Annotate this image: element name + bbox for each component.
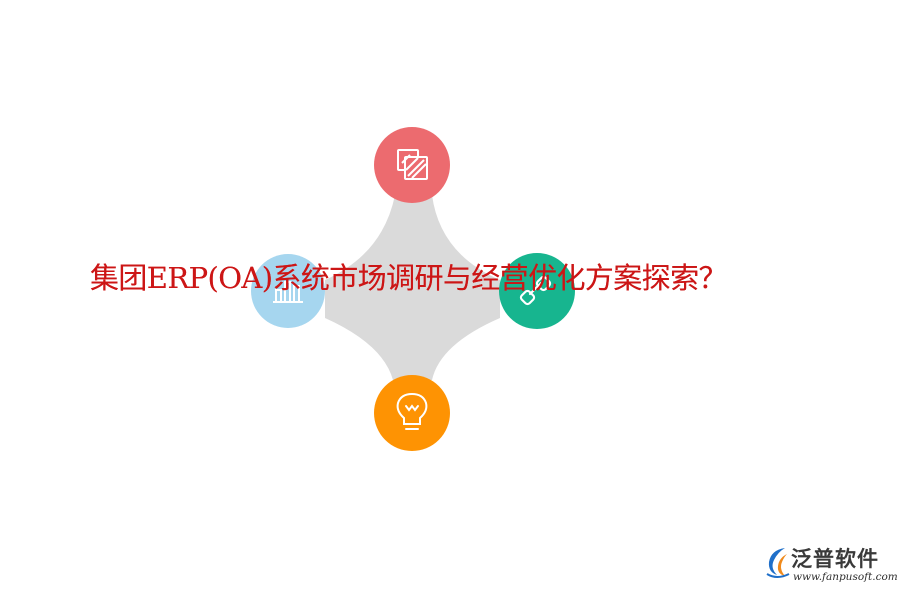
center-star-shape: [325, 195, 500, 380]
brand-name: 泛普软件: [791, 547, 879, 571]
fanpu-logo-icon: [766, 548, 790, 578]
page-title: 集团ERP(OA)系统市场调研与经营优化方案探索？: [90, 256, 890, 300]
brand-logo: 泛普软件 www.fanpusoft.com: [765, 542, 898, 592]
link-icon: [519, 275, 552, 306]
bottom-node: [374, 375, 450, 451]
lightbulb-icon: [396, 392, 428, 430]
brand-url: www.fanpusoft.com: [793, 571, 898, 583]
squares-stack-icon: [397, 149, 428, 180]
top-node: [374, 127, 450, 203]
right-node-circle: [499, 253, 575, 329]
bottom-node-circle: [374, 375, 450, 451]
left-node-circle: [251, 254, 325, 328]
bar-chart-icon: [273, 281, 303, 303]
left-node: [251, 254, 325, 328]
right-node: [499, 253, 575, 329]
